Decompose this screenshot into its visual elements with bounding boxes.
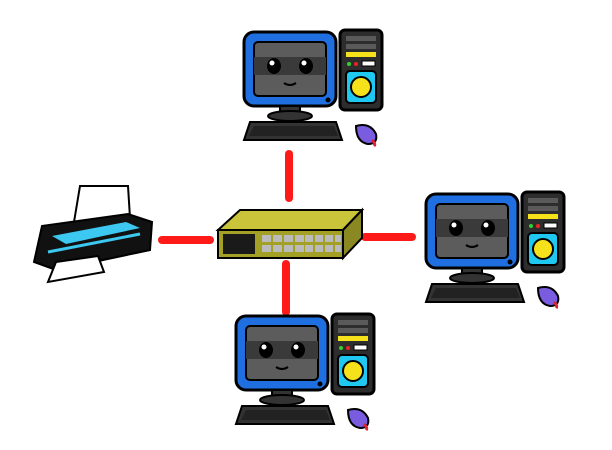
computer-bottom-icon[interactable] bbox=[234, 312, 376, 432]
computer-top-icon[interactable] bbox=[242, 28, 384, 148]
network-switch-icon[interactable] bbox=[215, 207, 365, 261]
printer-icon[interactable] bbox=[32, 185, 154, 284]
computer-right-icon[interactable] bbox=[424, 190, 566, 310]
